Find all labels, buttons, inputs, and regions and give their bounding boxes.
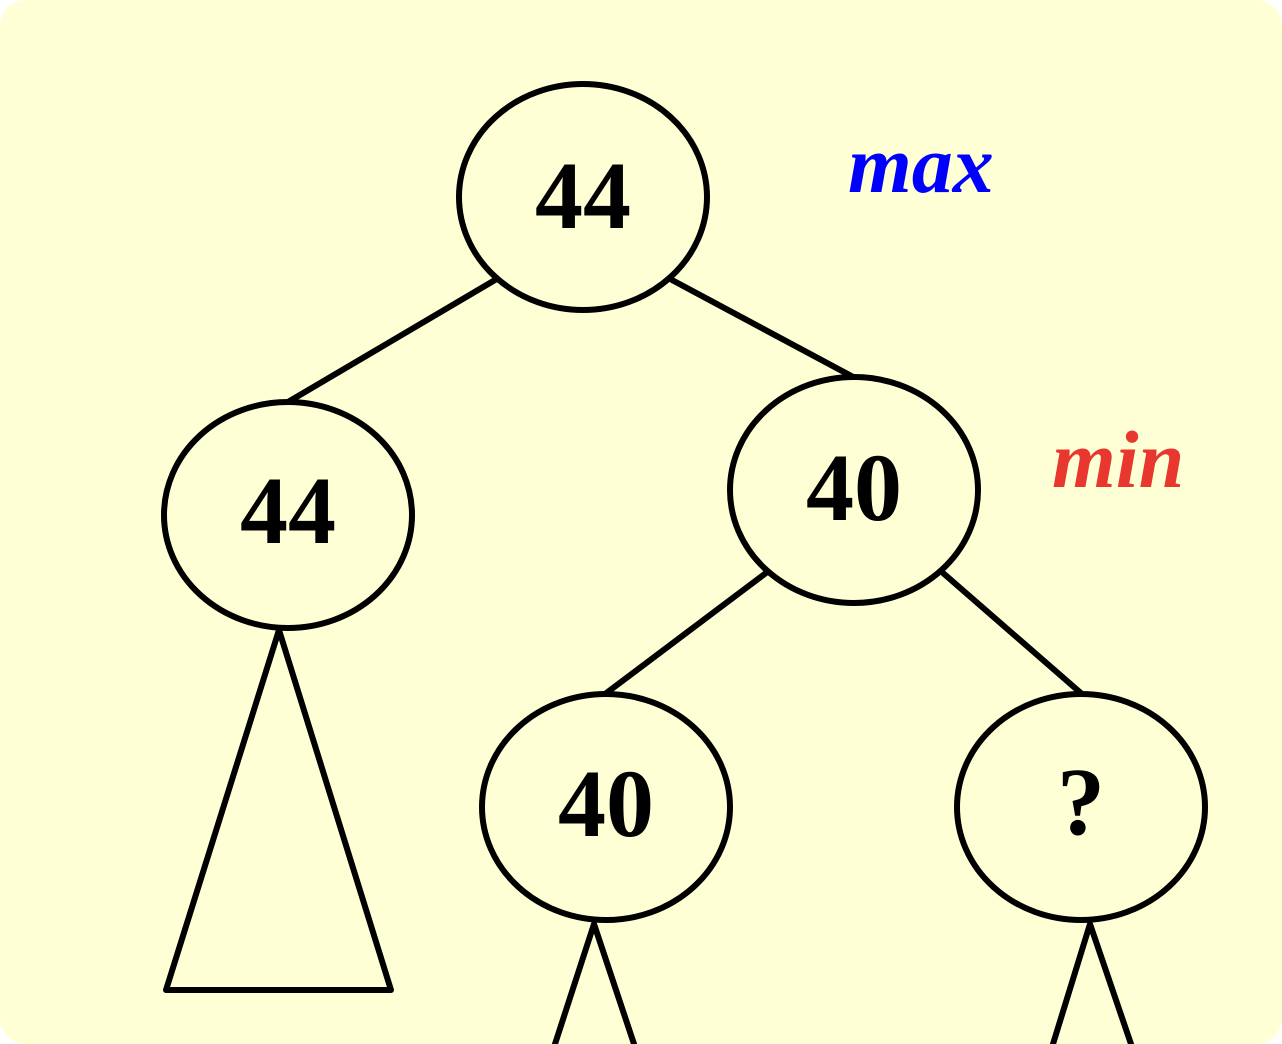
subtree-triangle-right-right <box>1050 921 1134 1044</box>
edge-right-rightright <box>940 570 1085 697</box>
edge-right-rightleft <box>602 570 769 697</box>
node-right <box>727 374 981 606</box>
node-root-label: 44 <box>535 142 631 249</box>
node-root <box>456 81 710 313</box>
node-labels: 44 44 40 40 ? <box>240 142 1105 857</box>
subtree-triangle-left <box>163 627 394 993</box>
node-right-label: 40 <box>806 434 902 541</box>
min-level-label: min <box>1052 414 1184 505</box>
node-right-right <box>954 691 1208 923</box>
node-right-left <box>479 691 733 923</box>
tree-nodes <box>161 81 1208 923</box>
edge-root-left <box>285 277 498 405</box>
node-left-label: 44 <box>240 457 336 564</box>
node-right-right-label: ? <box>1057 748 1105 855</box>
tree-edges <box>163 277 1134 1044</box>
subtree-triangle-right-left <box>552 921 637 1044</box>
node-left <box>161 399 415 631</box>
edge-root-right <box>669 277 860 382</box>
max-level-label: max <box>848 119 994 210</box>
node-right-left-label: 40 <box>558 750 654 857</box>
